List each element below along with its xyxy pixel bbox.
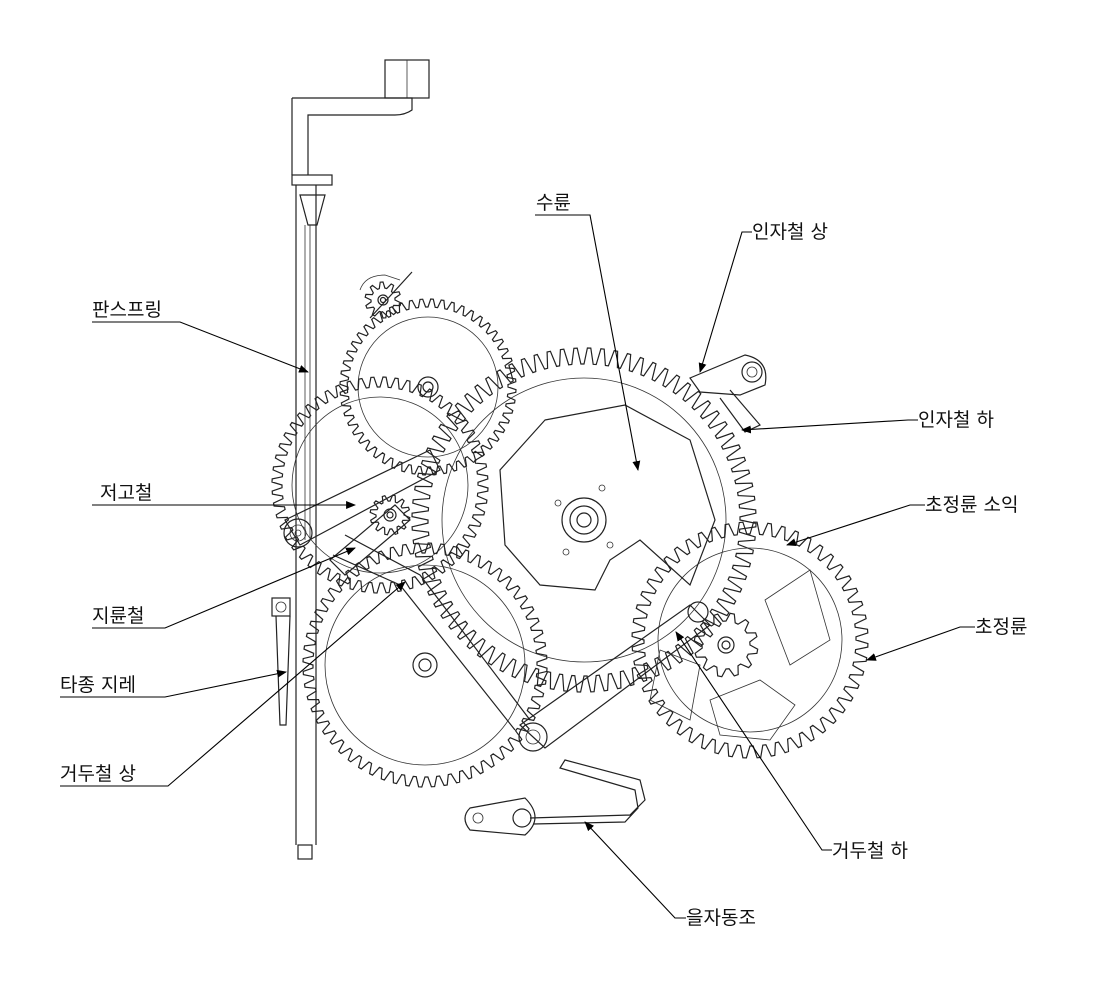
lower-left-gear bbox=[302, 542, 548, 788]
suryun-gear bbox=[411, 347, 757, 693]
vertical-rod bbox=[295, 185, 317, 860]
g-suryun-teeth bbox=[411, 347, 757, 693]
chojeong-ryun-gear bbox=[631, 521, 869, 759]
g-pinion1-teeth bbox=[369, 494, 411, 536]
g-pinion2-hub bbox=[717, 636, 735, 654]
suryun-plate bbox=[499, 404, 716, 591]
label-inja-cheol-sang: 인자철 상 bbox=[752, 221, 828, 243]
chojeong-ryun-spokes bbox=[649, 569, 831, 741]
g-pinion3-teeth bbox=[364, 281, 402, 319]
label-chojeong-ryun: 초정륜 bbox=[975, 616, 1027, 638]
g-lower-teeth bbox=[302, 542, 548, 788]
label-jeogo-cheol: 저고철 bbox=[100, 482, 152, 504]
jeogo-cheol-arm bbox=[283, 449, 441, 576]
g-upper-teeth bbox=[339, 298, 517, 476]
small-pinion-gear bbox=[369, 494, 411, 536]
leader-lines bbox=[60, 214, 975, 919]
geodu-cheol-arm bbox=[332, 534, 711, 752]
label-geodu-cheol-ha: 거두철 하 bbox=[832, 840, 908, 862]
inja-cheol-lever bbox=[689, 354, 767, 433]
g-upper-hub bbox=[422, 381, 434, 393]
g-pinion1-hub bbox=[383, 508, 397, 522]
euljadongjo-part bbox=[464, 759, 646, 836]
tajong-jire-lever bbox=[271, 597, 291, 726]
g-chojeong-teeth bbox=[631, 521, 869, 759]
top-bracket bbox=[291, 59, 430, 226]
label-euljadongjo: 을자동조 bbox=[686, 907, 756, 929]
small-top-pinion-gear bbox=[364, 281, 402, 319]
g-pinion2-teeth bbox=[693, 612, 759, 678]
small-ratchet-detail bbox=[359, 271, 413, 319]
label-suryun: 수륜 bbox=[536, 192, 571, 214]
label-jiryun-cheol: 지륜철 bbox=[92, 605, 144, 627]
label-tajong-jire: 타종 지레 bbox=[60, 674, 136, 696]
left-gear bbox=[271, 376, 489, 594]
label-pan-spring: 판스프링 bbox=[92, 299, 162, 321]
g-pinion3-hub bbox=[379, 296, 387, 304]
g-lower-hub bbox=[418, 658, 432, 672]
g-left-rim bbox=[291, 396, 469, 574]
g-chojeong-rim bbox=[657, 547, 843, 733]
g-pinion3-hub bbox=[377, 294, 389, 306]
g-lower-rim bbox=[324, 564, 526, 766]
g-lower-hub bbox=[412, 652, 438, 678]
pinion-gear-right bbox=[693, 612, 759, 678]
g-upper-hub bbox=[417, 376, 439, 398]
label-inja-cheol-ha: 인자철 하 bbox=[918, 409, 994, 431]
label-geodu-cheol-sang: 거두철 상 bbox=[60, 763, 136, 785]
label-chojeong-ryun-soik: 초정륜 소익 bbox=[925, 494, 1018, 516]
g-suryun-rim bbox=[441, 377, 727, 663]
g-pinion2-hub bbox=[721, 640, 731, 650]
g-left-teeth bbox=[271, 376, 489, 594]
g-pinion1-hub bbox=[386, 511, 394, 519]
